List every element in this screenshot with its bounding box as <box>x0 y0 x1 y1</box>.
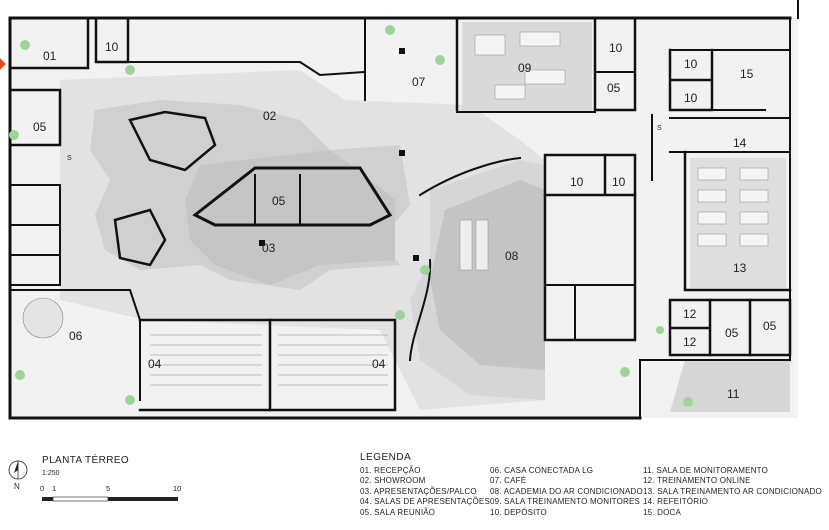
wall-wc <box>544 284 636 341</box>
legend-item: 03. APRESENTAÇÕES/PALCO <box>360 486 477 496</box>
room-label-06: 06 <box>69 329 83 343</box>
room-label-12b: 12 <box>683 335 697 349</box>
room-label-11: 11 <box>727 387 740 401</box>
wall-academy-divider <box>408 156 522 362</box>
room-label-12a: 12 <box>683 307 697 321</box>
wall-room-10d <box>543 153 637 197</box>
room-11-floor <box>670 360 790 412</box>
legend-item: 15. DOCA <box>643 507 682 517</box>
wall-pod-b <box>113 208 167 267</box>
room-label-05e: 05 <box>763 319 777 333</box>
legend-item: 09. SALA TREINAMENTO MONITORES <box>490 497 641 507</box>
wall-room-10b <box>593 16 637 112</box>
legend-item: 02. SHOWROOM <box>360 476 426 486</box>
room-label-05b: 05 <box>607 81 621 95</box>
wall-room-11 <box>639 359 791 419</box>
pillars <box>259 48 419 261</box>
seating-room-04a <box>150 334 262 386</box>
wall-room-04b <box>268 318 397 412</box>
room-label-10a: 10 <box>105 40 119 54</box>
wall-room-10a <box>94 16 130 64</box>
legend-column-2: 06. CASA CONECTADA LG 07. CAFÉ 08. ACADE… <box>490 466 643 518</box>
floor-plan: 01 02 03 04 04 05 05 05 05 05 06 07 08 0… <box>0 0 799 420</box>
room-label-13: 13 <box>733 261 747 275</box>
wall-room-05a <box>8 88 62 147</box>
room-label-02: 02 <box>263 109 277 123</box>
legend-item: 14. REFEITÓRIO <box>643 497 709 507</box>
room-label-10e: 10 <box>570 175 584 189</box>
room-label-14: 14 <box>733 136 747 150</box>
legend-title: LEGENDA <box>360 452 412 463</box>
wall-room-04a <box>138 318 272 412</box>
legend-column-1: 01. RECEPÇÃO 02. SHOWROOM 03. APRESENTAÇ… <box>360 466 490 518</box>
legend-item: 08. ACADEMIA DO AR CONDICIONADO <box>490 486 643 496</box>
room-label-05c: 05 <box>272 194 286 208</box>
wall-room-01 <box>8 16 90 70</box>
room-label-01: 01 <box>43 49 57 63</box>
plan-title: PLANTA TÉRREO <box>42 455 130 466</box>
legend: LEGENDA 01. RECEPÇÃO 02. SHOWROOM 03. AP… <box>360 452 829 530</box>
room-06-rug <box>22 297 64 339</box>
wall-room-13 <box>683 150 792 292</box>
legend-item: 10. DEPÓSITO <box>490 507 547 517</box>
plan-scale: 1:250 <box>42 470 60 477</box>
legend-item: 04. SALAS DE APRESENTAÇÕES <box>360 497 490 507</box>
room-label-10f: 10 <box>612 175 626 189</box>
legend-item: 05. SALA REUNIÃO <box>360 507 436 517</box>
room-label-08: 08 <box>505 249 519 263</box>
room-label-07: 07 <box>412 75 426 89</box>
scale-tick-0: 0 <box>40 484 45 493</box>
scale-tick-10: 10 <box>173 484 182 493</box>
wall-room-05e <box>748 298 792 357</box>
wall-room-14 <box>669 117 791 153</box>
north-label: N <box>14 482 20 491</box>
scale-tick-5: 5 <box>106 484 111 493</box>
legend-item: 06. CASA CONECTADA LG <box>490 466 594 475</box>
room-labels: 01 02 03 04 04 05 05 05 05 05 06 07 08 0… <box>33 40 777 401</box>
wall-room-06 <box>9 289 141 401</box>
room-label-15: 15 <box>740 67 754 81</box>
stage-platform <box>185 150 395 285</box>
legend-item: 13. SALA TREINAMENTO AR CONDICIONADO <box>643 486 822 496</box>
room-label-10c: 10 <box>684 57 698 71</box>
legend-item: 11. SALA DE MONITORAMENTO <box>643 466 769 475</box>
room-label-03: 03 <box>262 241 276 255</box>
wall-room-05d <box>708 298 752 357</box>
legend-item: 01. RECEPÇÃO <box>360 466 421 475</box>
tables-academy <box>459 219 489 271</box>
wall-stage <box>192 166 393 227</box>
legend-item: 07. CAFÉ <box>490 476 527 486</box>
wall-room-05c <box>254 174 301 226</box>
walls <box>8 0 799 420</box>
academy-platform <box>430 180 545 370</box>
room-label-04a: 04 <box>148 357 162 371</box>
room-label-09: 09 <box>518 61 532 75</box>
tables-room-09 <box>474 31 566 100</box>
wall-left-services <box>9 184 61 286</box>
stair-label-2: S <box>67 155 72 162</box>
stair-label-1: S <box>657 125 662 132</box>
tables-room-13 <box>697 167 769 247</box>
scale-bar <box>42 496 178 502</box>
legend-column-3: 11. SALA DE MONITORAMENTO 12. TREINAMENT… <box>643 466 822 518</box>
room-label-05a: 05 <box>33 120 47 134</box>
room-label-10b: 10 <box>609 41 623 55</box>
room-label-05d: 05 <box>725 326 739 340</box>
room-label-04b: 04 <box>372 357 386 371</box>
wall-room-10c <box>668 48 714 112</box>
north-and-scale <box>8 460 178 502</box>
seating-room-04b <box>278 334 388 386</box>
scale-tick-1: 1 <box>52 484 57 493</box>
wall-pod-a <box>128 110 217 172</box>
room-label-10d: 10 <box>684 91 698 105</box>
plants <box>9 25 693 407</box>
legend-item: 12. TREINAMENTO ONLINE <box>643 476 751 486</box>
entrance-arrow-icon <box>0 58 6 70</box>
wall-top-strip <box>127 61 367 77</box>
